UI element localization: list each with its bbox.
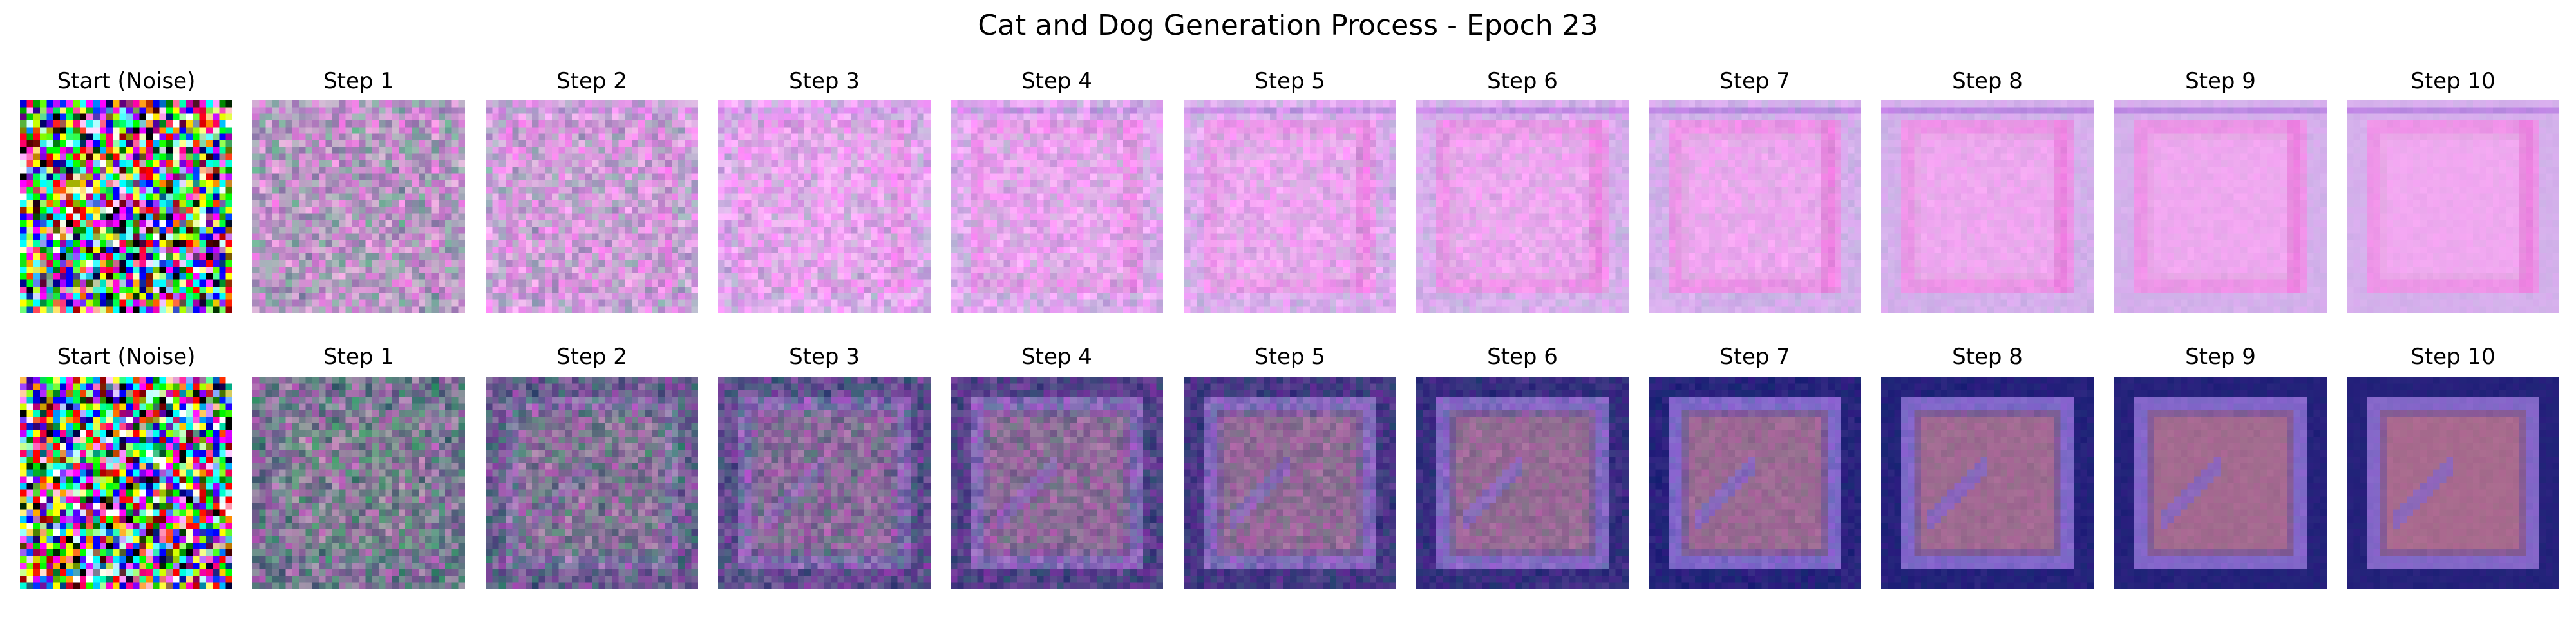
generated-image [951,100,1163,313]
panel-title: Step 5 [1255,344,1325,370]
generated-image [951,377,1163,589]
generated-image [252,377,465,589]
panel-title: Step 3 [789,68,860,94]
panel-title: Step 9 [2185,68,2256,94]
panel-title: Step 10 [2410,344,2496,370]
generated-image [252,100,465,313]
generated-image [486,100,698,313]
panel-title: Step 2 [556,344,627,370]
generated-image [1881,100,2094,313]
generated-image [2347,377,2559,589]
panel-title: Step 5 [1255,68,1325,94]
panel-title: Step 1 [323,344,394,370]
generated-image [2114,100,2327,313]
panel-title: Step 4 [1021,344,1092,370]
panel-title: Step 7 [1719,68,1790,94]
generated-image [1649,377,1861,589]
noise-image [20,377,232,589]
generated-image [486,377,698,589]
panel-title: Step 8 [1952,68,2023,94]
panel-title: Start (Noise) [57,344,196,370]
generated-image [718,377,931,589]
panel-title: Step 2 [556,68,627,94]
panel-title: Step 1 [323,68,394,94]
generated-image [2347,100,2559,313]
panel-title: Step 9 [2185,344,2256,370]
panel-title: Step 7 [1719,344,1790,370]
generated-image [718,100,931,313]
generated-image [1649,100,1861,313]
panel-title: Step 4 [1021,68,1092,94]
generated-image [2114,377,2327,589]
noise-image [20,100,232,313]
panel-title: Step 10 [2410,68,2496,94]
generated-image [1881,377,2094,589]
panel-title: Step 8 [1952,344,2023,370]
figure-title: Cat and Dog Generation Process - Epoch 2… [978,9,1598,42]
generated-image [1416,377,1629,589]
generated-image [1184,377,1396,589]
generated-image [1184,100,1396,313]
panel-title: Step 6 [1487,344,1558,370]
panel-title: Start (Noise) [57,68,196,94]
generated-image [1416,100,1629,313]
panel-title: Step 6 [1487,68,1558,94]
panel-title: Step 3 [789,344,860,370]
